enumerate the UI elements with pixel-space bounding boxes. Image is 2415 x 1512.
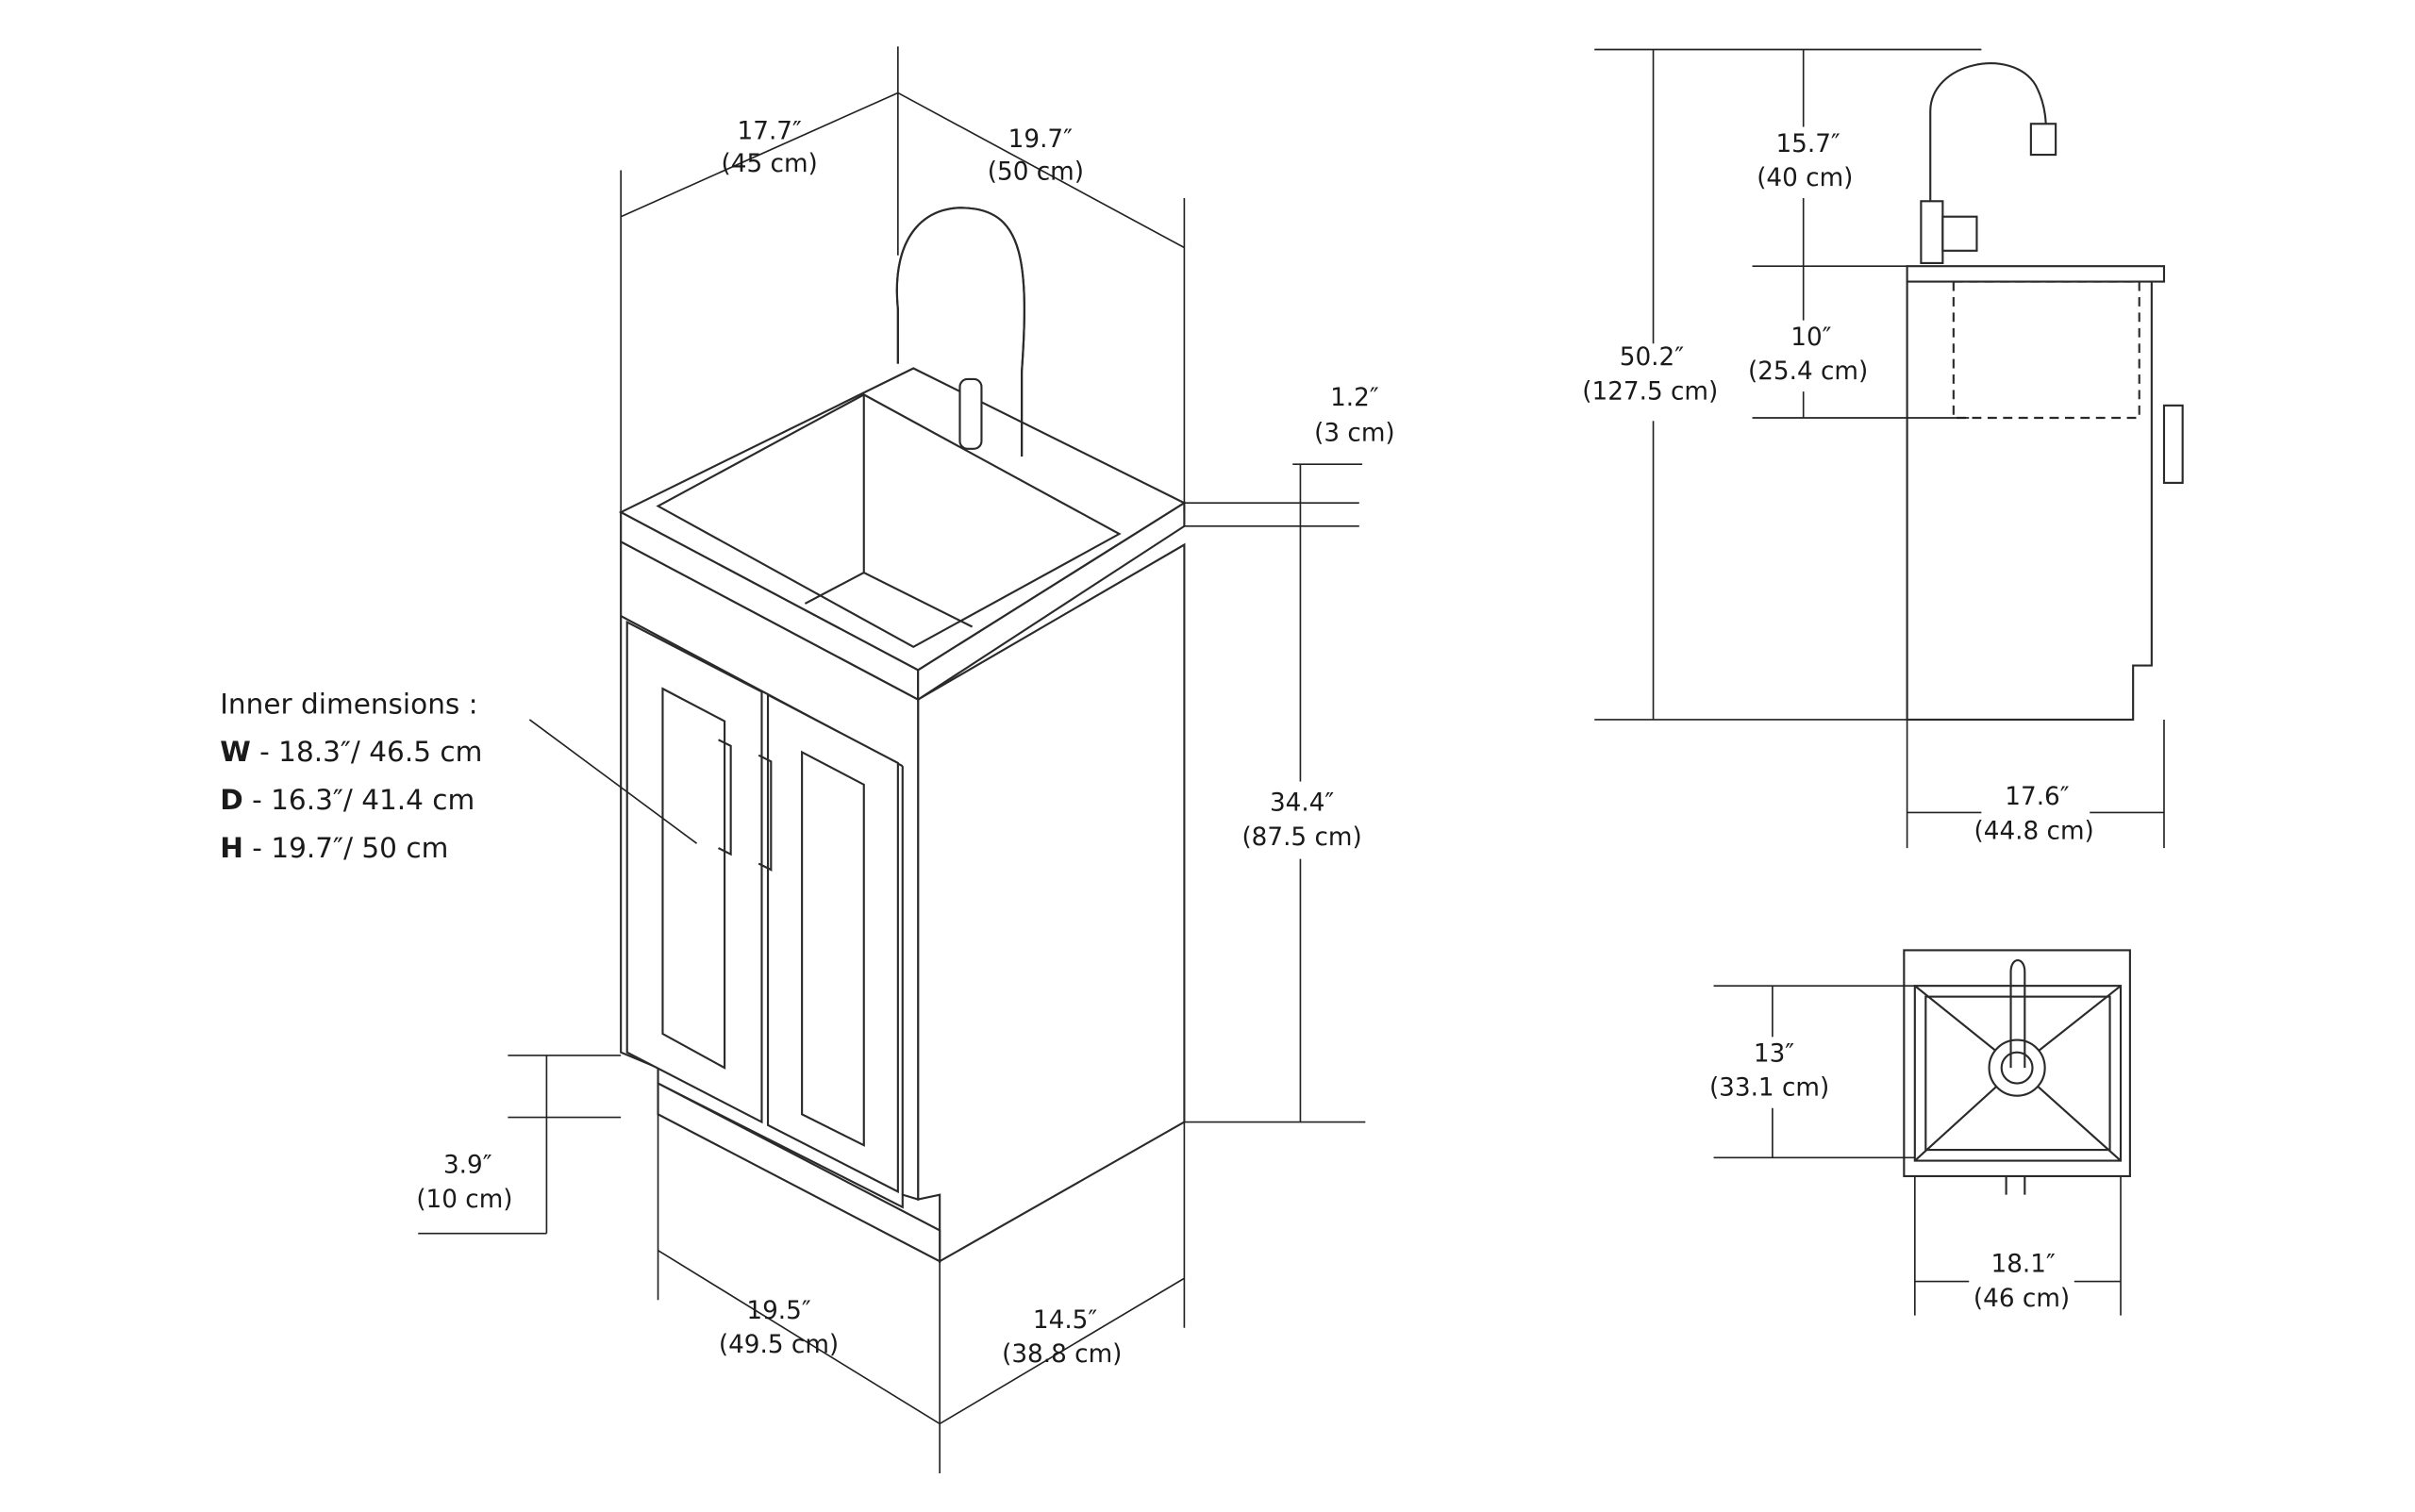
- base-width-in: 19.5″: [746, 1297, 810, 1325]
- depth-top-in: 19.7″: [1008, 125, 1073, 154]
- base-depth-in: 14.5″: [1033, 1306, 1097, 1335]
- left-door-panel: [661, 687, 726, 1070]
- basin-width-cm: (46 cm): [1974, 1285, 2070, 1313]
- base-width-cm: (49.5 cm): [719, 1331, 839, 1359]
- faucet-height-in: 15.7″: [1775, 130, 1840, 158]
- side-faucet-spray-head: [2029, 123, 2057, 157]
- width-top-cm: (45 cm): [722, 150, 818, 178]
- counter-thickness-cm: (3 cm): [1314, 420, 1395, 448]
- inner-dimensions-title: Inner dimensions :: [220, 688, 477, 720]
- drain-inner: [2000, 1051, 2034, 1085]
- inner-width-value: - 18.3″/ 46.5 cm: [251, 736, 483, 768]
- cabinet-height-cm: (87.5 cm): [1241, 823, 1361, 852]
- inner-height-key: H: [220, 832, 243, 864]
- inner-dimension-leader: [528, 719, 698, 844]
- top-basin-inner: [1924, 995, 2111, 1152]
- toe-kick-in: 3.9″: [443, 1152, 492, 1180]
- side-cabinet: [1906, 265, 2166, 722]
- basin-depth-in: 10″: [1790, 324, 1831, 352]
- counter-thickness-in: 1.2″: [1330, 384, 1379, 412]
- basin-length-in: 13″: [1754, 1040, 1794, 1069]
- sink-basin-inner-edges: [804, 394, 974, 628]
- side-depth-in: 17.6″: [2005, 783, 2069, 811]
- basin-width-in: 18.1″: [1991, 1251, 2056, 1279]
- side-faucet: [1929, 62, 2048, 263]
- inner-depth-value: - 16.3″/ 41.4 cm: [243, 784, 475, 816]
- top-faucet: [2009, 959, 2026, 1069]
- top-view-dimensions: 13″ (33.1 cm) 18.1″ (46 cm): [1703, 985, 2122, 1316]
- top-basin: [1913, 985, 2123, 1162]
- label-background: [1749, 126, 1861, 199]
- sink-basin: [656, 393, 1122, 649]
- top-cabinet: [1903, 949, 2131, 1178]
- inner-dimensions-legend: Inner dimensions : W - 18.3″/ 46.5 cm D …: [220, 688, 482, 864]
- label-background: [1575, 343, 1725, 422]
- total-height-cm: (127.5 cm): [1582, 377, 1718, 406]
- inner-height: H - 19.7″/ 50 cm: [220, 832, 448, 864]
- basin-length-cm: (33.1 cm): [1709, 1074, 1829, 1103]
- label-background: [1742, 320, 1874, 392]
- width-top-in: 17.7″: [738, 118, 802, 146]
- base-dimension-lines: [657, 1114, 1186, 1473]
- top-drain-pipes: [2005, 1175, 2026, 1195]
- side-handle: [2162, 404, 2184, 484]
- inner-width: W - 18.3″/ 46.5 cm: [220, 736, 482, 768]
- base-depth-cm: (38.8 cm): [1002, 1340, 1122, 1369]
- label-background: [1981, 781, 2090, 850]
- top-dimension-lines: [620, 46, 1186, 511]
- door-handles: [718, 739, 773, 872]
- drain: [1988, 1038, 2046, 1097]
- cabinet-base: [657, 1081, 941, 1263]
- isometric-cabinet-drawing: [618, 207, 1187, 1264]
- top-view-drawing: [1903, 949, 2131, 1195]
- side-view-dimensions: 50.2″ (127.5 cm) 15.7″ (40 cm) 10″ (25.4…: [1575, 48, 2165, 850]
- basin-depth-cm: (25.4 cm): [1748, 357, 1868, 386]
- faucet-height-cm: (40 cm): [1757, 164, 1853, 192]
- faucet-highlight: [895, 207, 1025, 457]
- total-height-in: 50.2″: [1620, 343, 1684, 372]
- inner-width-key: W: [220, 736, 251, 768]
- label-background: [1238, 781, 1366, 859]
- isometric-dimensions: 17.7″ (45 cm) 19.7″ (50 cm) 1.2″ (3 cm) …: [416, 46, 1395, 1473]
- inner-depth: D - 16.3″/ 41.4 cm: [220, 784, 475, 816]
- cabinet-height-in: 34.4″: [1270, 789, 1334, 818]
- side-dimension-lines: [1594, 48, 2165, 849]
- side-faucet-lever: [1941, 215, 1978, 252]
- side-view-drawing: [1906, 62, 2184, 722]
- side-basin-hidden: [1952, 280, 2140, 420]
- side-depth-cm: (44.8 cm): [1974, 817, 2094, 845]
- label-background: [1969, 1247, 2074, 1316]
- label-background: [1703, 1037, 1842, 1108]
- inner-depth-key: D: [220, 784, 243, 816]
- depth-top-cm: (50 cm): [988, 158, 1084, 186]
- faucet-lever: [958, 377, 983, 450]
- inner-height-value: - 19.7″/ 50 cm: [243, 832, 448, 864]
- toe-kick-cm: (10 cm): [416, 1186, 512, 1214]
- side-faucet-body: [1920, 200, 1944, 264]
- toe-kick-dimension-lines: [418, 1055, 622, 1235]
- right-door-panel: [801, 750, 865, 1147]
